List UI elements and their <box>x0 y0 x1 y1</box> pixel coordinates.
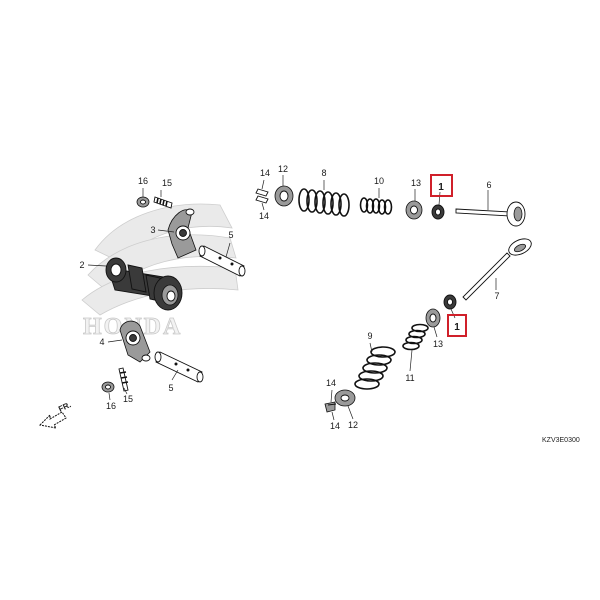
inner-valve-spring-upper <box>359 197 393 215</box>
callout-4: 4 <box>99 337 104 347</box>
callout-8: 8 <box>321 168 326 178</box>
callout-labels: 1 1 2 3 4 5 5 6 7 8 9 10 11 12 12 13 13 … <box>79 164 499 431</box>
front-arrow-icon <box>38 411 67 429</box>
callout-14-lower-bottom: 14 <box>330 421 340 431</box>
valve-intake <box>455 201 526 227</box>
adjusting-screw-lower <box>118 367 129 392</box>
callout-1-upper: 1 <box>438 182 444 193</box>
outer-valve-spring-lower <box>354 346 396 390</box>
callout-3: 3 <box>150 225 155 235</box>
highlight-box-upper <box>430 174 453 197</box>
lock-nut-upper <box>136 196 150 208</box>
outer-valve-spring-upper <box>298 188 350 217</box>
valve-cotter-lower <box>324 401 337 413</box>
callout-7: 7 <box>494 291 499 301</box>
callout-2: 2 <box>79 260 84 270</box>
callout-12-lower: 12 <box>348 420 358 430</box>
valve-exhaust <box>462 238 532 301</box>
callout-11: 11 <box>405 373 414 383</box>
callout-6: 6 <box>486 180 491 190</box>
callout-14-upper-bottom: 14 <box>259 211 269 221</box>
rocker-shaft-lower <box>154 351 204 383</box>
valve-cotter-upper <box>255 188 269 204</box>
lock-nut-lower <box>101 381 115 393</box>
callout-13-upper: 13 <box>411 178 421 188</box>
callout-16-upper: 16 <box>138 176 148 186</box>
leader-lines <box>87 175 497 421</box>
callout-10: 10 <box>374 176 384 186</box>
spring-seat-upper <box>405 200 423 220</box>
highlight-box-lower <box>447 314 467 337</box>
front-direction-label: FR. <box>57 400 72 414</box>
camshaft <box>105 257 183 311</box>
rocker-arm-lower <box>119 320 151 363</box>
rocker-shaft-upper <box>198 245 246 277</box>
adjusting-screw-upper <box>153 196 173 209</box>
spring-retainer-lower <box>334 389 356 407</box>
valve-stem-seal-lower <box>443 294 457 310</box>
inner-valve-spring-lower <box>402 323 429 351</box>
callout-15-lower: 15 <box>123 394 133 404</box>
front-direction-indicator: FR. <box>38 400 73 429</box>
spring-seat-lower <box>425 308 441 328</box>
callout-16-lower: 16 <box>106 401 116 411</box>
spring-retainer-upper <box>274 185 294 207</box>
callout-13-lower: 13 <box>433 339 443 349</box>
honda-wing-logo: HONDA <box>81 203 239 340</box>
callout-14-lower-top: 14 <box>326 378 336 388</box>
valve-stem-seal-upper <box>431 204 445 220</box>
catalog-code: KZV3E0300 <box>542 437 580 444</box>
callout-1-lower: 1 <box>454 322 460 333</box>
rocker-arm-upper <box>167 208 197 259</box>
callout-5-upper: 5 <box>228 230 233 240</box>
callout-5-lower: 5 <box>168 383 173 393</box>
callout-15-upper: 15 <box>162 178 172 188</box>
callout-14-upper-top: 14 <box>260 168 270 178</box>
callout-12-upper: 12 <box>278 164 288 174</box>
callout-9: 9 <box>367 331 372 341</box>
